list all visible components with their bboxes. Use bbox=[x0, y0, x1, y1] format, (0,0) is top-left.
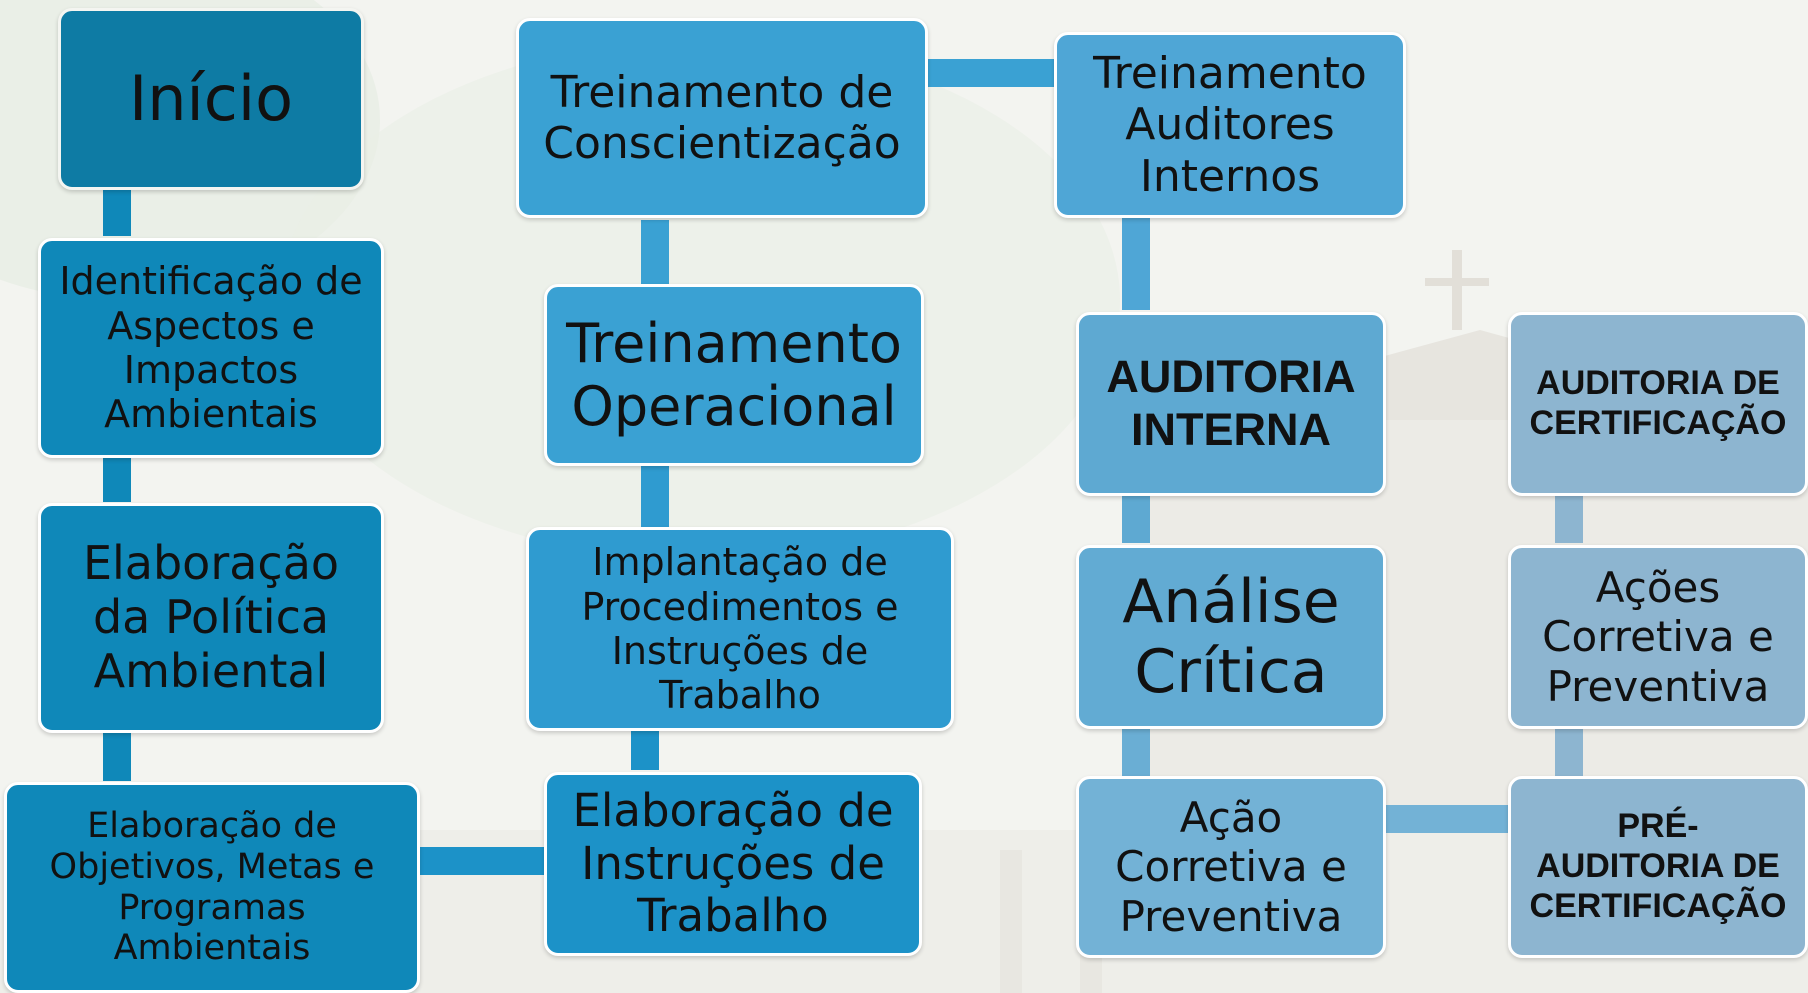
box-elaboracao-objetivos: Elaboração de Objetivos, Metas e Program… bbox=[4, 782, 420, 993]
box-treinamento-conscientizacao: Treinamento de Conscientização bbox=[516, 18, 928, 218]
connector-implantacao-operacional bbox=[641, 465, 669, 529]
box-implantacao-procedimentos: Implantação de Procedimentos e Instruçõe… bbox=[526, 527, 954, 731]
connector-operacional-conscientizacao bbox=[641, 220, 669, 284]
box-acoes-corretiva: Ações Corretiva e Preventiva bbox=[1508, 545, 1808, 729]
connector-auditores-auditoria-interna bbox=[1122, 218, 1150, 310]
box-acao-corretiva: Ação Corretiva e Preventiva bbox=[1076, 776, 1386, 958]
box-elaboracao-politica: Elaboração da Política Ambiental bbox=[38, 503, 384, 733]
connector-instrucoes-implantacao bbox=[631, 728, 659, 770]
box-auditoria-interna: AUDITORIA INTERNA bbox=[1076, 312, 1386, 496]
connector-objetivos-instrucoes bbox=[418, 847, 546, 875]
connector-acao-pre-auditoria bbox=[1385, 805, 1509, 833]
box-elaboracao-instrucoes: Elaboração de Instruções de Trabalho bbox=[544, 772, 922, 956]
connector-inicio-identificacao bbox=[103, 188, 131, 236]
box-treinamento-auditores: Treinamento Auditores Internos bbox=[1054, 32, 1406, 218]
connector-acoes-auditoria-certificacao bbox=[1555, 495, 1583, 543]
box-analise-critica: Análise Crítica bbox=[1076, 545, 1386, 729]
connector-auditoria-interna-analise bbox=[1122, 495, 1150, 543]
box-pre-auditoria-certificacao: PRÉ- AUDITORIA DE CERTIFICAÇÃO bbox=[1508, 776, 1808, 958]
connector-politica-objetivos bbox=[103, 733, 131, 781]
connector-identificacao-politica bbox=[103, 458, 131, 502]
box-treinamento-operacional: Treinamento Operacional bbox=[544, 284, 924, 466]
connector-pre-auditoria-acoes bbox=[1555, 728, 1583, 776]
connector-analise-acao bbox=[1122, 728, 1150, 776]
box-inicio: Início bbox=[58, 8, 364, 190]
box-identificacao-aspectos: Identificação de Aspectos e Impactos Amb… bbox=[38, 238, 384, 458]
connector-conscientizacao-auditores bbox=[928, 59, 1056, 87]
box-auditoria-certificacao: AUDITORIA DE CERTIFICAÇÃO bbox=[1508, 312, 1808, 496]
